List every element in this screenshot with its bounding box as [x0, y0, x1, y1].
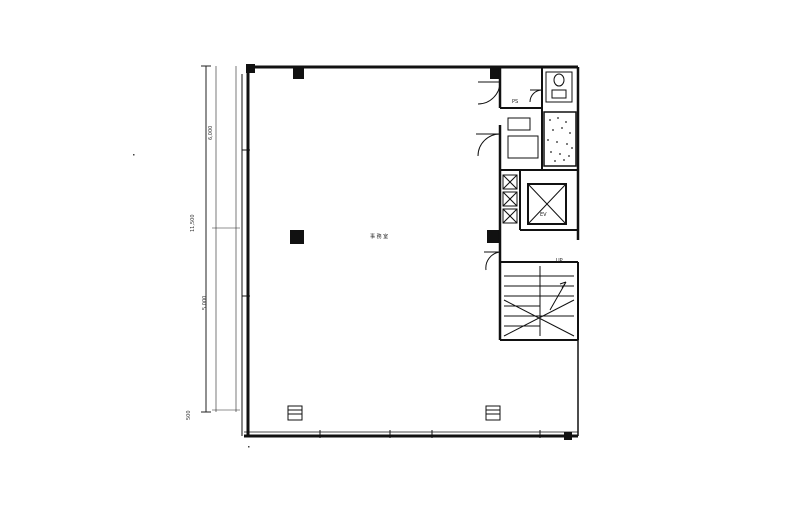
toilet-fixtures: [507, 71, 573, 159]
door-swing: [484, 251, 501, 271]
dimension-upper-label: 6,000: [208, 126, 214, 140]
pipe-shafts: [502, 174, 518, 224]
stair-arrow: [549, 281, 567, 311]
column: [485, 405, 501, 421]
wall-ticks: [242, 149, 541, 438]
column: [487, 230, 499, 243]
hatched-columns: [287, 405, 501, 421]
structural-columns: [246, 64, 572, 440]
door-swing: [477, 81, 501, 105]
toilet-bowl: [553, 73, 565, 87]
column: [293, 68, 304, 79]
label-ps: PS: [512, 99, 518, 105]
column: [246, 64, 255, 73]
scan-marks: [133, 154, 250, 448]
door-swing: [476, 133, 501, 157]
staircase: [503, 266, 575, 337]
column: [290, 230, 304, 244]
core-area: [498, 68, 579, 341]
label-ev: EV: [540, 212, 547, 218]
column: [490, 68, 501, 79]
dimension-lower-label: 5,000: [202, 296, 208, 310]
column: [564, 432, 572, 440]
label-up: UP: [556, 258, 563, 264]
column: [287, 405, 303, 421]
door-swing: [529, 89, 543, 103]
stippled-shaft: [543, 111, 577, 167]
doors: [476, 81, 543, 271]
outer-walls: [241, 65, 580, 438]
dimension-bottom-label: 500: [186, 410, 192, 420]
room-label-office: 事 務 室: [370, 233, 388, 240]
elevator-shaft: [527, 183, 567, 225]
dimension-line-left: [201, 65, 240, 413]
dimension-overall-label: 11,500: [190, 215, 196, 233]
